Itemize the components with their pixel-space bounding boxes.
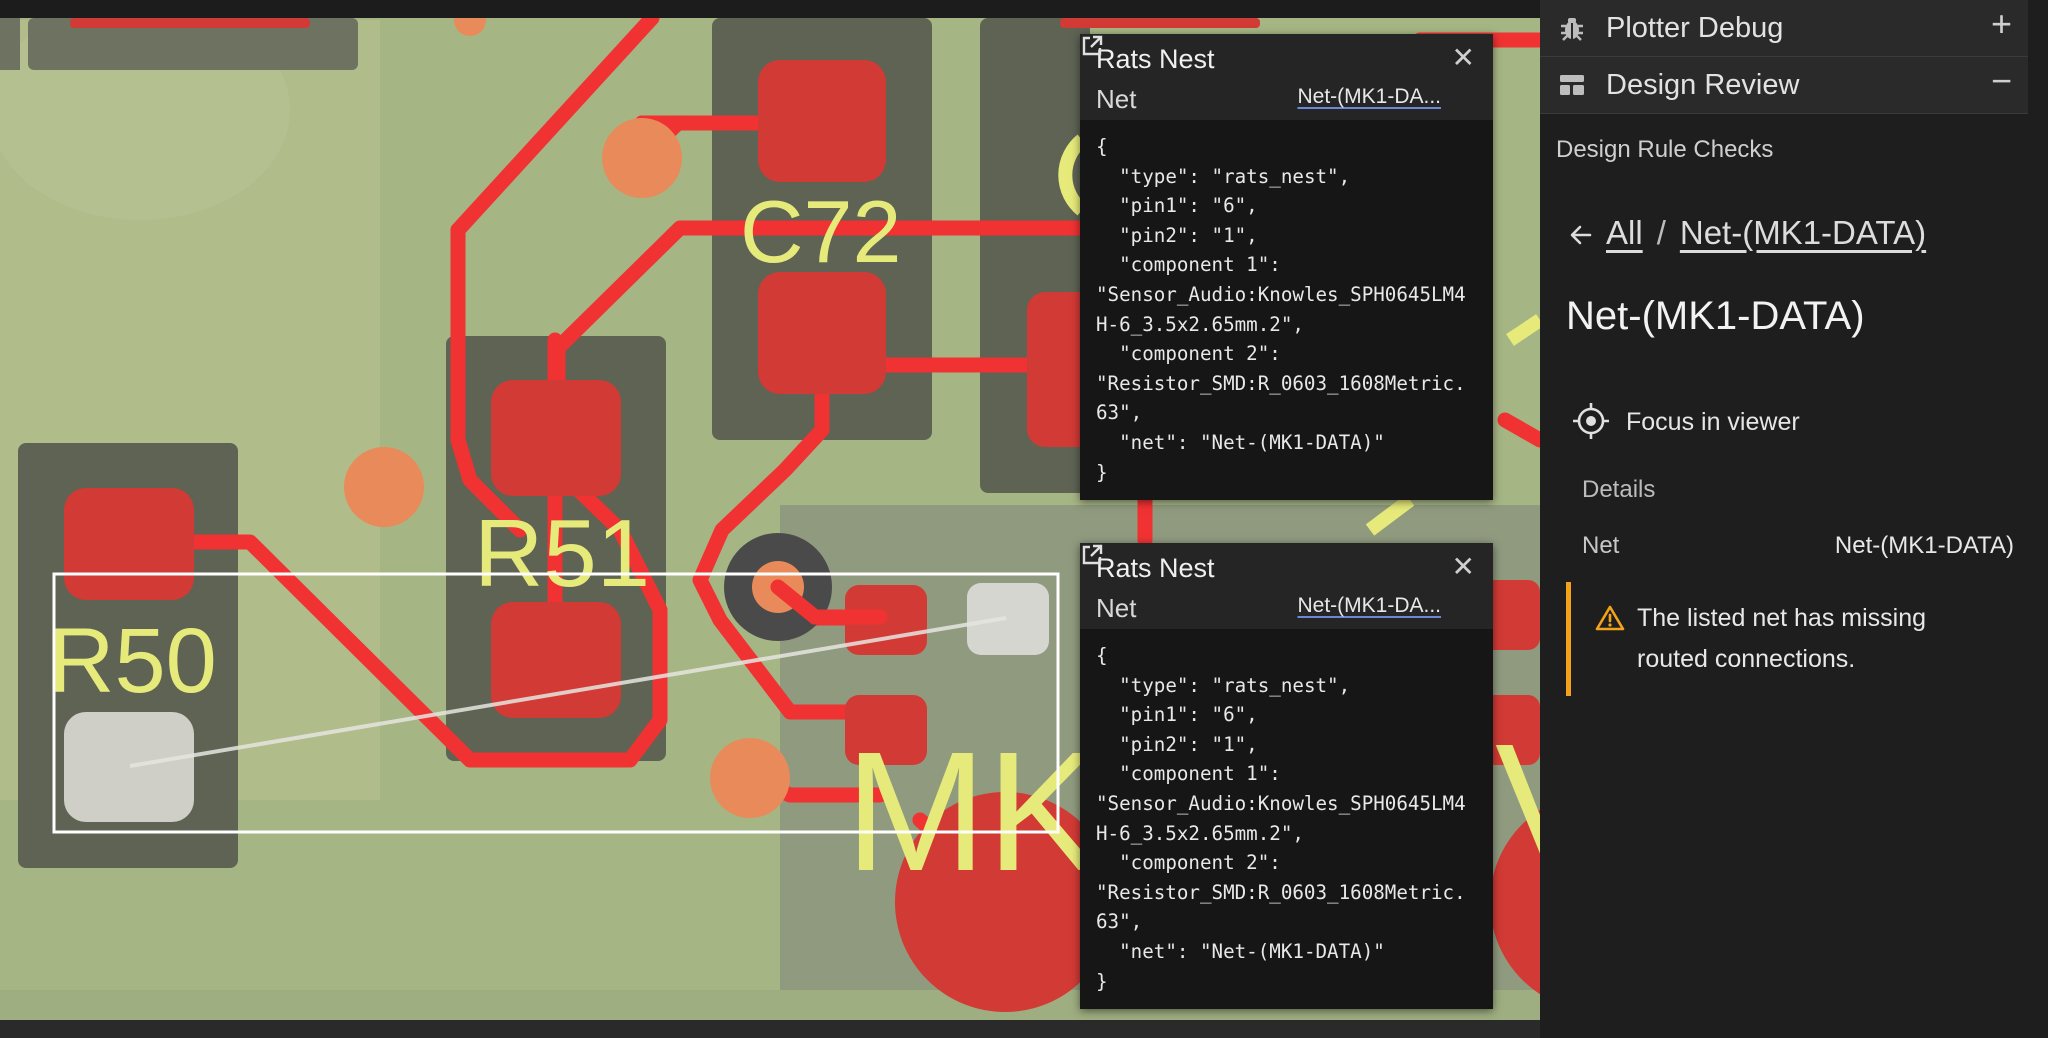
trace (117, 220, 1088, 768)
warning-text: The listed net has missing routed connec… (1637, 604, 1927, 673)
mk1-pad-highlight (967, 583, 1049, 655)
arrow-left-icon[interactable] (1568, 222, 1594, 248)
expand-toggle[interactable]: + (1990, 3, 2012, 44)
r50-pad-1 (64, 488, 194, 600)
popup-net-label: Net (1096, 593, 1137, 623)
via (602, 118, 682, 198)
external-link-icon[interactable] (1080, 543, 1104, 567)
popup-json: { "type": "rats_nest", "pin1": "6", "pin… (1096, 644, 1466, 993)
trace (450, 222, 528, 538)
warning-icon (1595, 605, 1625, 631)
mk1-round-pad-right (1490, 809, 1540, 995)
silkscreen-line (1506, 314, 1540, 346)
page-title: Net-(MK1-DATA) (1566, 294, 1865, 338)
trace (450, 10, 660, 238)
pad-top-left (70, 18, 310, 28)
mk1-label: MK (845, 717, 1100, 907)
detail-key: Net (1582, 532, 1620, 559)
silkscreen-arc (1058, 134, 1087, 216)
rats-nest-line[interactable] (129, 616, 1007, 768)
silkscreen-line (1365, 494, 1415, 536)
external-link-icon[interactable] (1080, 34, 1104, 58)
popup-net-label: Net (1096, 84, 1137, 114)
c72-label: C72 (740, 182, 901, 281)
crosshair-icon (1573, 403, 1609, 439)
via-group (344, 4, 790, 818)
via (710, 738, 790, 818)
popup-json: { "type": "rats_nest", "pin1": "6", "pin… (1096, 135, 1466, 484)
trace (692, 357, 888, 720)
mk1-pad-c (1480, 580, 1540, 650)
popup-title: Rats Nest (1096, 553, 1215, 583)
viewer-top-bar (0, 0, 1540, 18)
focus-in-viewer-button[interactable]: Focus in viewer (1572, 400, 1932, 444)
popup-header: Rats Nest ✕ Net Net-(MK1-DA... (1080, 34, 1493, 120)
mk1-round-pad (895, 792, 1115, 1012)
design-review-section[interactable]: Design Review − (1540, 57, 2028, 114)
silkscreen-shapes (1058, 134, 1540, 536)
mk1-pad-d (1480, 695, 1540, 765)
breadcrumb-separator: / (1656, 214, 1666, 251)
pcb-viewer[interactable]: C72 R51 R50 MK V Rats Nest ✕ Net Net-(MK… (0, 0, 1540, 1038)
breadcrumb-current[interactable]: Net-(MK1-DATA) (1679, 214, 1927, 251)
r51-label: R51 (474, 500, 650, 607)
footprint-top-edge (0, 18, 20, 70)
close-icon[interactable]: ✕ (1451, 551, 1475, 582)
focus-label: Focus in viewer (1626, 408, 1800, 436)
c72-pad-1 (758, 60, 886, 182)
popup-title: Rats Nest (1096, 44, 1215, 74)
footprint-top-left (28, 18, 358, 70)
sidebar: Plotter Debug + Design Review − Design R… (1540, 0, 2048, 1038)
rats-nest-popup-2: Rats Nest ✕ Net Net-(MK1-DA... { "type":… (1080, 543, 1493, 1009)
r51-pad-1 (491, 380, 621, 496)
layout-icon (1560, 75, 1584, 95)
detail-value: Net-(MK1-DATA) (1834, 532, 2014, 559)
popup-header: Rats Nest ✕ Net Net-(MK1-DA... (1080, 543, 1493, 629)
section-heading: Design Rule Checks (1556, 136, 1774, 163)
r50-label: R50 (48, 610, 217, 712)
plotter-debug-section[interactable]: Plotter Debug + (1540, 0, 2028, 57)
breadcrumb-all[interactable]: All (1606, 214, 1643, 251)
r50-pad-highlight (64, 712, 194, 822)
c72-pad-2 (758, 272, 886, 394)
section-title: Design Review (1606, 69, 1800, 101)
warning-callout: The listed net has missing routed connec… (1566, 582, 2011, 696)
popup-net-link[interactable]: Net-(MK1-DA... (1297, 85, 1441, 108)
section-title: Plotter Debug (1606, 12, 1784, 44)
trace (770, 579, 888, 625)
collapse-toggle[interactable]: − (1990, 60, 2012, 101)
right-pad (1027, 292, 1097, 447)
viewer-bottom-bar (0, 1020, 1540, 1038)
details-heading: Details (1582, 476, 1656, 503)
bug-icon (1561, 18, 1583, 41)
rats-nest-popup-1: Rats Nest ✕ Net Net-(MK1-DA... { "type":… (1080, 34, 1493, 500)
selection-box[interactable] (52, 572, 1060, 834)
close-icon[interactable]: ✕ (1451, 42, 1475, 73)
trace (1497, 412, 1540, 448)
breadcrumb: All / Net-(MK1-DATA) (1568, 214, 1926, 252)
mk1-label-right: V (1495, 709, 1540, 899)
via (344, 447, 424, 527)
popup-net-link[interactable]: Net-(MK1-DA... (1297, 594, 1441, 617)
pad-top-right (1060, 18, 1260, 28)
mk1-pad-b (845, 695, 927, 765)
